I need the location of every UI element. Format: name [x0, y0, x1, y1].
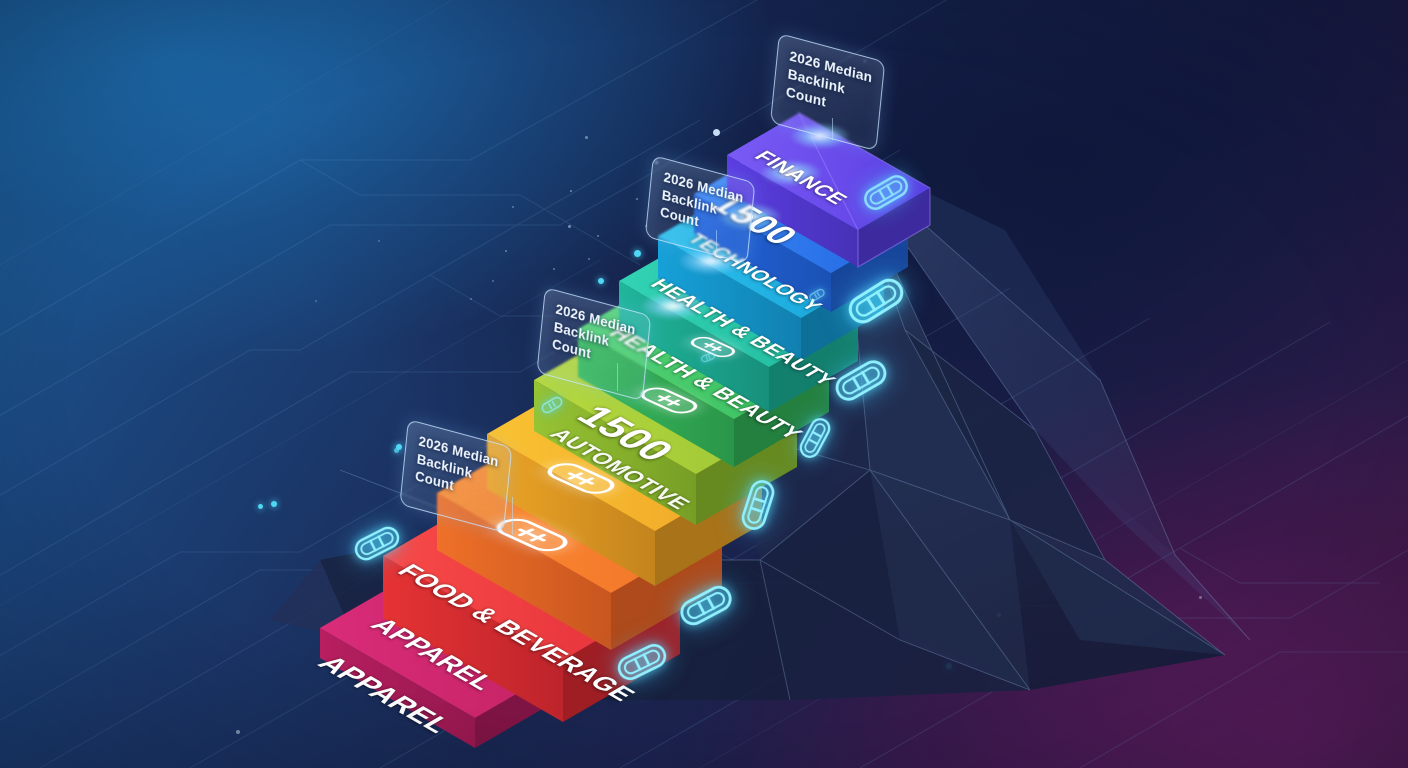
chain-link-icon[interactable]	[828, 352, 894, 409]
chain-link-icon[interactable]	[539, 393, 566, 416]
chain-link-icon[interactable]	[857, 168, 914, 218]
chain-link-icon[interactable]	[807, 286, 827, 303]
chain-link-icon[interactable]	[673, 577, 739, 633]
chain-link-icon[interactable]	[793, 412, 837, 463]
chain-link-icon[interactable]	[611, 636, 673, 688]
chain-link-icon[interactable]	[700, 351, 717, 364]
chain-link-icon[interactable]	[348, 519, 405, 567]
chain-link-icon[interactable]	[735, 475, 781, 535]
chain-link-icon[interactable]	[840, 269, 912, 332]
